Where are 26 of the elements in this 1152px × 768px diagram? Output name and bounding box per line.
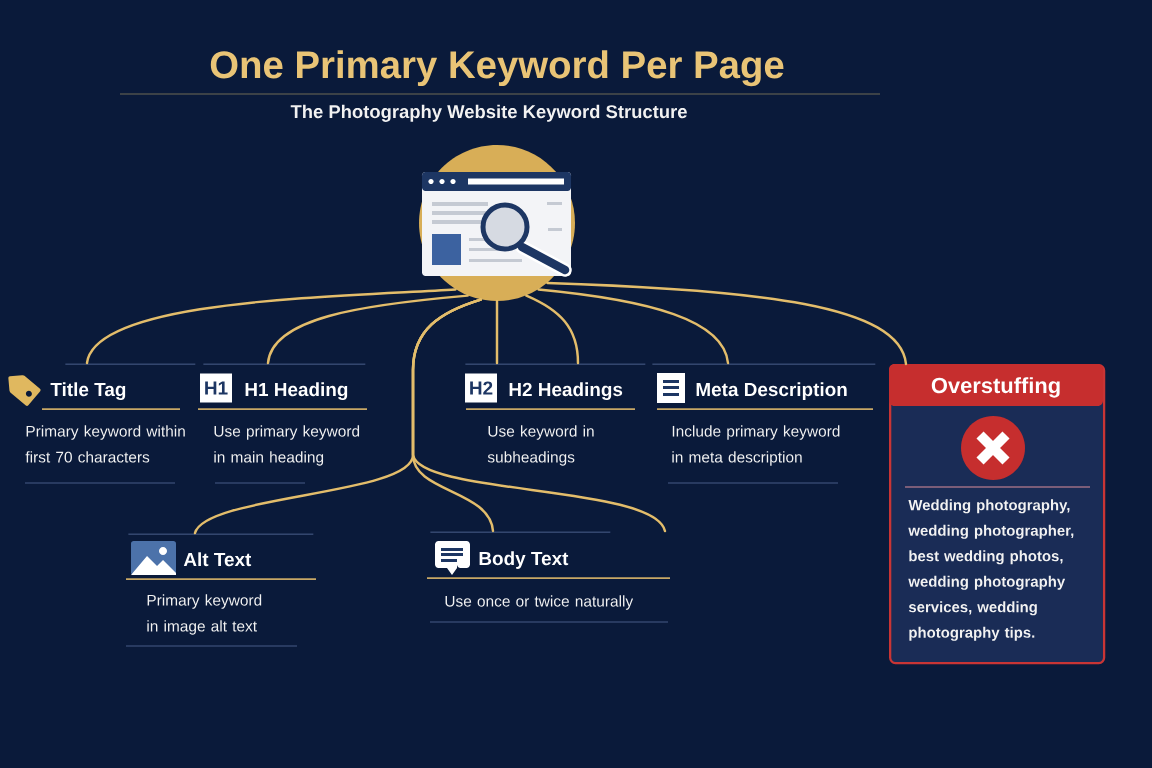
card-heading: Body Text xyxy=(479,551,569,569)
card-text: Primary keyword within first 70 characters xyxy=(25,425,185,463)
connector-line xyxy=(411,298,667,533)
subtitle: The Photography Website Keyword Structure xyxy=(290,104,687,122)
title: One Primary Keyword Per Page xyxy=(210,50,784,87)
card-text: Use keyword in subheadings xyxy=(487,425,594,466)
card-heading: H2 Headings xyxy=(509,382,623,401)
card-text: Use primary keyword in main heading xyxy=(214,425,360,466)
browser-magnifier-drawing xyxy=(419,145,575,301)
card-header: Overstuffing xyxy=(889,364,1103,406)
connector-line xyxy=(546,281,908,366)
heading-badge: H2 xyxy=(465,373,497,403)
card-heading: H1 Heading xyxy=(245,382,348,401)
connector-line xyxy=(495,300,499,365)
card-heading: Meta Description xyxy=(696,382,847,400)
card-heading: Title Tag xyxy=(50,382,126,401)
connector-line xyxy=(266,294,469,365)
connector-line xyxy=(85,288,457,365)
heading-badge: H1 xyxy=(200,373,232,403)
card-text: Include primary keyword in meta description xyxy=(672,425,840,466)
keyword-list: Wedding photography, wedding photographer, best wedding photos, wedding photography services, wedding photography tips. xyxy=(908,499,1074,641)
card-text: Primary keyword in image alt text xyxy=(147,594,262,635)
connector-line xyxy=(537,288,730,365)
card-heading: Alt Text xyxy=(183,552,252,567)
card-text: Use once or twice naturally xyxy=(445,595,634,610)
connector-line xyxy=(525,294,580,365)
